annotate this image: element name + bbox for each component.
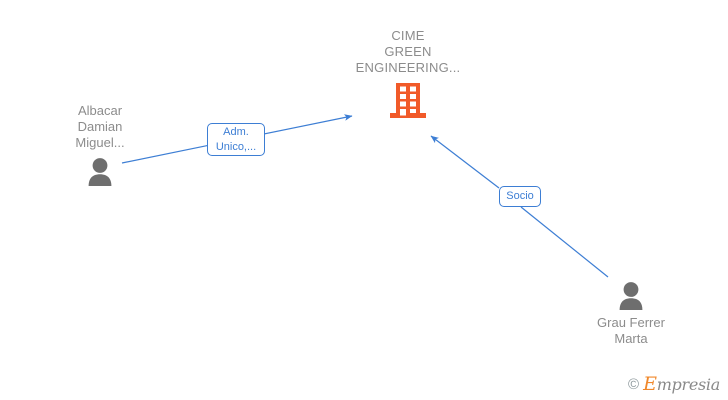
empresia-logo: Empresia: [643, 375, 720, 394]
company-node[interactable]: CIME GREEN ENGINEERING...: [333, 28, 483, 121]
person-icon-wrap-grau: [576, 281, 686, 310]
empresia-logo-initial: E: [643, 373, 657, 395]
person-avatar-icon[interactable]: [616, 281, 646, 310]
person-node-albacar[interactable]: Albacar Damian Miguel...: [45, 103, 155, 186]
person-node-grau[interactable]: Grau Ferrer Marta: [576, 281, 686, 347]
building-icon[interactable]: [388, 83, 428, 121]
edge-grau-to-socio: [520, 206, 609, 278]
person-label-albacar: Albacar Damian Miguel...: [75, 103, 125, 150]
relation-label-adm-unico[interactable]: Adm. Unico,...: [207, 123, 265, 156]
person-avatar-icon[interactable]: [85, 157, 115, 186]
copyright-icon: ©: [628, 376, 640, 393]
empresia-watermark: © Empresia: [628, 375, 720, 394]
empresia-logo-rest: mpresia: [656, 375, 721, 394]
relation-label-socio[interactable]: Socio: [499, 186, 541, 207]
person-icon-wrap-albacar: [45, 157, 155, 186]
company-title: CIME GREEN ENGINEERING...: [355, 28, 461, 75]
edge-socio-to-company: [430, 135, 500, 189]
person-label-grau: Grau Ferrer Marta: [597, 315, 665, 346]
company-icon-wrap: [333, 83, 483, 121]
